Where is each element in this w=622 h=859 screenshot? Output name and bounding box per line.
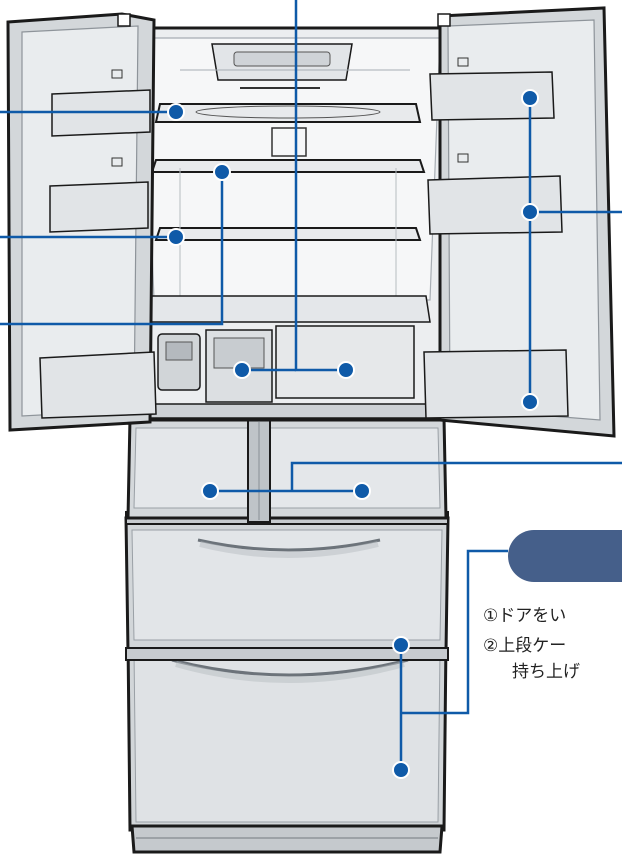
callout-dots <box>167 89 539 779</box>
dot-ice-left <box>201 482 219 500</box>
instruction-step-2: ②上段ケー <box>483 636 567 656</box>
shelf-middle <box>150 159 426 173</box>
dot-shelf-top <box>167 103 185 121</box>
dot-ice-right <box>353 482 371 500</box>
shelf-lower <box>154 227 422 241</box>
dot-vegetable-bottom <box>392 761 410 779</box>
callout-lines <box>0 0 622 770</box>
left-door <box>6 12 157 432</box>
instruction-step-2-continued: 持ち上げ <box>512 662 580 682</box>
right-door-pocket-2 <box>427 175 563 235</box>
left-door-pocket-2 <box>49 181 149 233</box>
section-badge <box>508 530 622 582</box>
instruction-step-1: ①ドアをい <box>483 606 567 626</box>
right-door <box>423 6 616 438</box>
dot-case-left <box>233 361 251 379</box>
lower-body <box>124 416 450 854</box>
fridge-interior <box>130 26 454 422</box>
right-door-pocket-3 <box>423 349 569 419</box>
right-door-pocket-1 <box>429 71 555 121</box>
bottom-base <box>130 824 444 854</box>
freezer-handle <box>197 538 381 552</box>
dot-shelf-middle <box>213 163 231 181</box>
vegetable-handle <box>171 658 409 677</box>
dot-door-pocket-top <box>521 89 539 107</box>
dot-shelf-lower <box>167 228 185 246</box>
left-door-pocket-3 <box>39 351 157 419</box>
dot-door-pocket-bottom <box>521 393 539 411</box>
dot-vegetable-top <box>392 636 410 654</box>
dot-case-right <box>337 361 355 379</box>
shelf-top <box>154 103 422 123</box>
dot-door-pocket-mid <box>521 203 539 221</box>
